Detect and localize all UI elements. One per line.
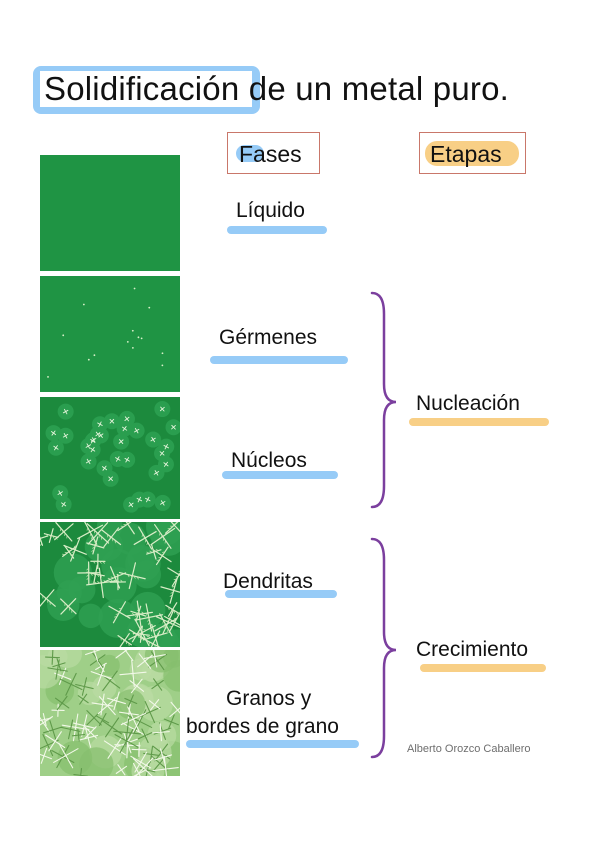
stage-underline-nucleation [409, 418, 549, 426]
panel-separator [40, 393, 180, 396]
phase-label-germs: Gérmenes [219, 326, 318, 349]
stage-label-growth: Crecimiento [416, 638, 529, 661]
nucleation-bracket [370, 291, 397, 509]
phases-header: Fases [239, 141, 302, 167]
stages-header: Etapas [430, 141, 502, 167]
phase-label-liquid: Líquido [236, 199, 305, 222]
phase-label-nuclei: Núcleos [231, 449, 307, 472]
stage-underline-growth [420, 664, 546, 672]
texture-panel-2 [40, 397, 180, 519]
title-highlight-inner [40, 71, 252, 107]
phase-underline-nuclei [222, 471, 338, 479]
panel-separator [40, 519, 180, 522]
author-credit: Alberto Orozco Caballero [407, 743, 531, 755]
page-title: Solidificación de un metal puro. [44, 70, 509, 108]
stages-header-mark [425, 141, 519, 166]
title-highlight-word: Solidificación [44, 70, 240, 107]
phase-underline-liquid [227, 226, 327, 234]
phase-label-dendrites: Dendritas [223, 570, 313, 593]
title-rest: de un metal puro. [239, 70, 510, 107]
phase-underline-dendrites [225, 590, 337, 598]
phase-underline-germs [210, 356, 348, 364]
phase-underline-grains [186, 740, 359, 748]
phases-header-mark [236, 145, 264, 162]
phase-label-grains-line2: bordes de grano [186, 715, 339, 738]
stage-label-nucleation: Nucleación [416, 392, 520, 415]
texture-panel-0 [40, 155, 180, 271]
phase-label-grains-line1: Granos y [226, 687, 312, 710]
solidification-image-strip [40, 155, 180, 776]
panel-separator [40, 647, 180, 650]
panel-separator [40, 271, 180, 275]
texture-panel-3 [40, 522, 180, 647]
texture-panel-1 [40, 276, 180, 392]
texture-panel-4 [40, 650, 180, 776]
growth-bracket [370, 537, 397, 759]
